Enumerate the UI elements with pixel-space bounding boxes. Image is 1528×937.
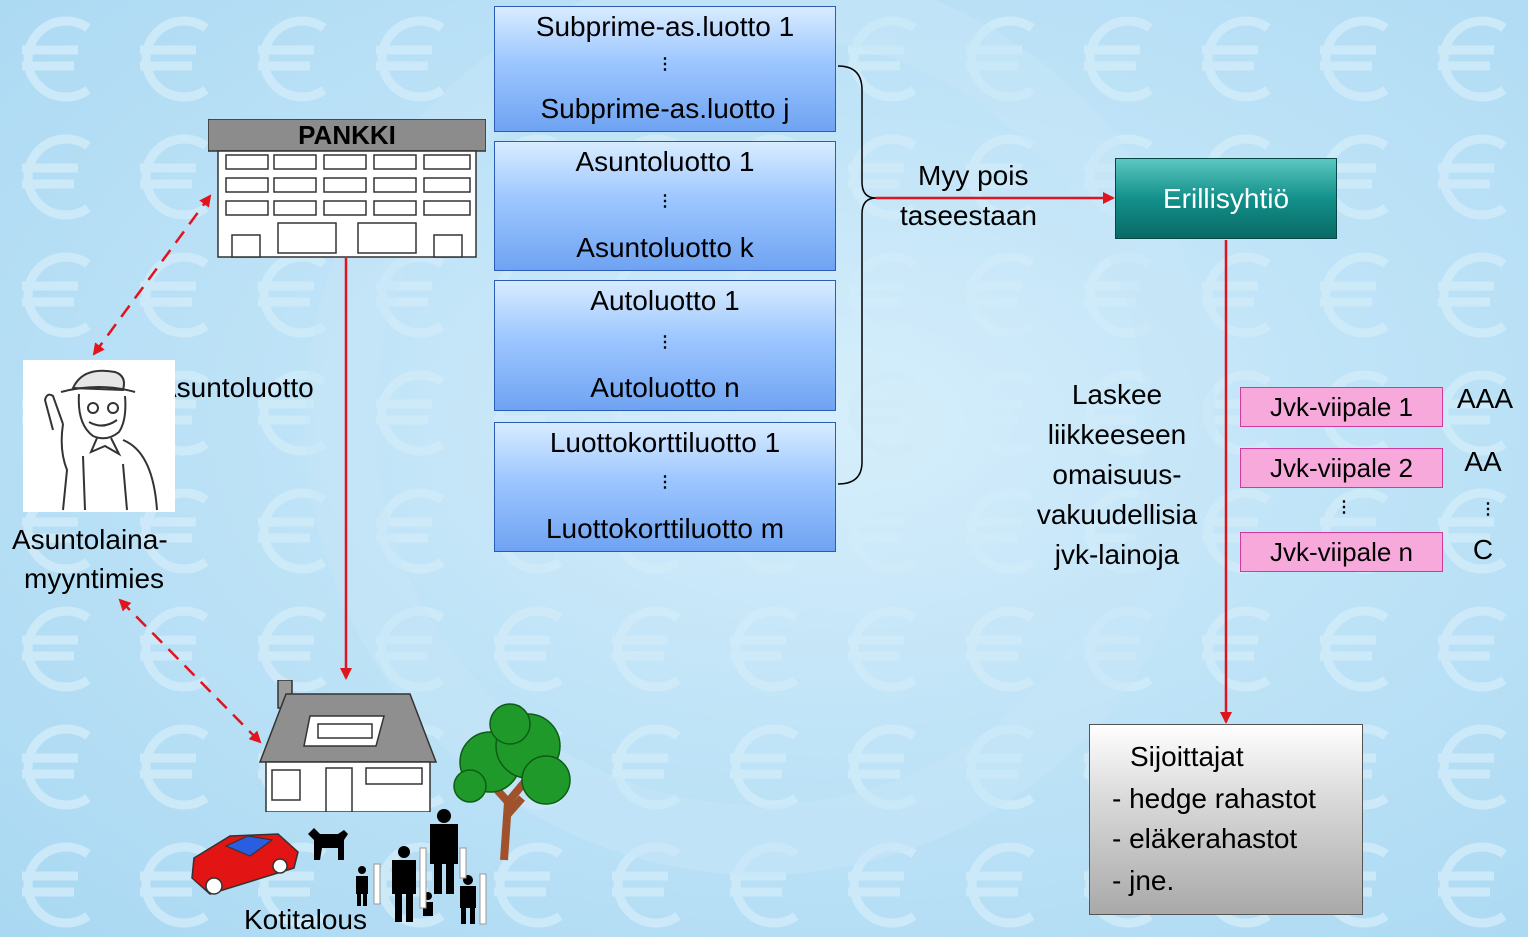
salesman-icon: [43, 369, 158, 511]
tranche-box: Jvk-viipale 1: [1240, 387, 1443, 427]
house-icon: [258, 680, 438, 812]
investor-item: - hedge rahastot: [1112, 783, 1316, 814]
family-icon: [356, 809, 487, 925]
loan-last-label: Luottokorttiluotto m: [545, 513, 785, 544]
loan-first-label: Asuntoluotto 1: [575, 146, 755, 177]
tranche-rating: AAA: [1456, 383, 1514, 414]
salesman-image: [23, 360, 175, 512]
salesman-label-line1: Asuntolaina-: [12, 524, 168, 555]
loan-box-mortgage: Asuntoluotto 1 ⋮ Asuntoluotto k: [494, 141, 836, 271]
tranche-box: Jvk-viipale 2: [1240, 448, 1443, 488]
issue-label: Laskee liikkeeseen omaisuus- vakuudellis…: [1000, 375, 1234, 575]
salesman-house-dashed-arrow: [118, 598, 262, 744]
loan-first-label: Luottokorttiluotto 1: [549, 427, 781, 458]
tranche-box: Jvk-viipale n: [1240, 532, 1443, 572]
bank-title: PANKKI: [298, 120, 396, 150]
loan-ellipsis: ⋮: [657, 56, 673, 73]
sell-label-line2: taseestaan: [900, 200, 1037, 231]
loan-last-label: Autoluotto n: [590, 372, 740, 403]
loan-box-auto: Autoluotto 1 ⋮ Autoluotto n: [494, 280, 836, 411]
investors-box: Sijoittajat - hedge rahastot - eläkeraha…: [1089, 724, 1363, 915]
issue-label-line: omaisuus-: [1052, 459, 1182, 490]
loan-ellipsis: ⋮: [657, 193, 673, 210]
loan-pool-brace: [837, 65, 877, 485]
mortgage-label: Asuntoluotto: [158, 372, 314, 403]
sell-label-line1: Myy pois: [918, 160, 1029, 191]
rating-ellipsis: ⋮: [1480, 501, 1496, 518]
loan-ellipsis: ⋮: [657, 474, 673, 491]
salesman-label-line2: myyntimies: [24, 563, 165, 594]
loan-ellipsis: ⋮: [657, 334, 673, 351]
car-icon: [191, 833, 299, 895]
tranche-rating: C: [1472, 534, 1494, 565]
household-label: Kotitalous: [244, 904, 367, 935]
spv-box: Erillisyhtiö: [1115, 158, 1337, 239]
issue-label-line: liikkeeseen: [1047, 419, 1187, 450]
loan-first-label: Autoluotto 1: [590, 285, 740, 316]
investor-item: - eläkerahastot: [1112, 823, 1298, 854]
loan-last-label: Asuntoluotto k: [576, 232, 754, 263]
investor-item: - jne.: [1112, 865, 1175, 896]
loan-last-label: Subprime-as.luotto j: [540, 93, 790, 124]
tranche-rating: AA: [1464, 446, 1502, 477]
dog-icon: [308, 828, 348, 860]
issue-label-line: Laskee: [1071, 379, 1163, 410]
investors-title: Sijoittajat: [1130, 741, 1244, 772]
tranche-ellipsis: ⋮: [1336, 499, 1352, 516]
bank-building-icon: [208, 119, 486, 258]
salesman-bank-dashed-arrow: [92, 194, 212, 356]
tree-icon: [453, 703, 571, 861]
loan-box-credit-card: Luottokorttiluotto 1 ⋮ Luottokorttiluott…: [494, 422, 836, 552]
issue-label-line: jvk-lainoja: [1054, 539, 1180, 570]
issue-label-line: vakuudellisia: [1036, 499, 1198, 530]
loan-first-label: Subprime-as.luotto 1: [535, 11, 795, 42]
loan-box-subprime: Subprime-as.luotto 1 ⋮ Subprime-as.luott…: [494, 6, 836, 132]
